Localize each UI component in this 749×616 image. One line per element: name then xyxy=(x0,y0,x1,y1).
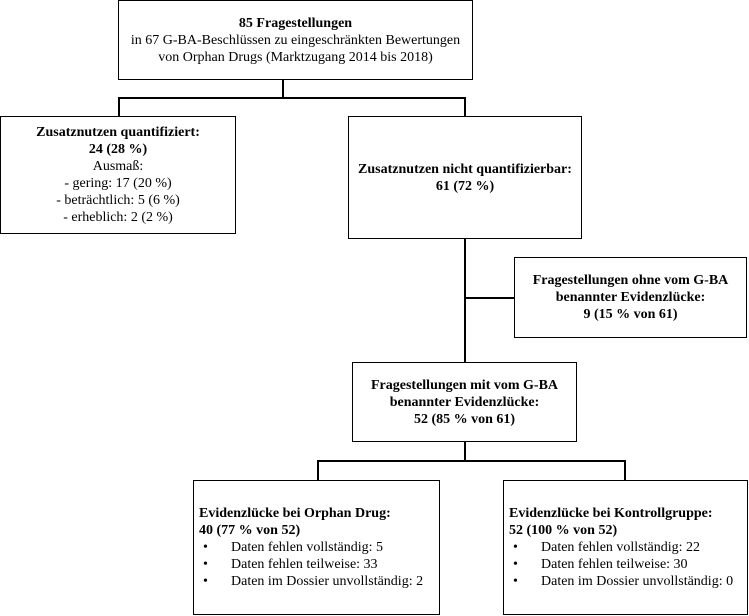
connector-bottom-split xyxy=(317,460,625,462)
total-questions-line1: in 67 G-BA-Beschlüssen zu eingeschränkte… xyxy=(130,32,461,48)
quantified-extent-label: Ausmaß: xyxy=(92,159,144,174)
connector-to-control-gap xyxy=(624,460,626,481)
with-gap-count: 52 (85 % von 61) xyxy=(413,411,516,427)
without-gap-box: Fragestellungen ohne vom G-BA benannter … xyxy=(514,257,747,338)
not-quantifiable-box: Zusatznutzen nicht quantifizierbar: 61 (… xyxy=(348,116,582,239)
list-item: Daten fehlen vollständig: 5 xyxy=(199,539,439,556)
not-quantifiable-count: 61 (72 %) xyxy=(435,178,495,194)
not-quantifiable-title: Zusatznutzen nicht quantifizierbar: xyxy=(358,161,572,177)
control-gap-title: Evidenzlücke bei Kontrollgruppe: xyxy=(509,506,713,521)
connector-to-orphan-gap xyxy=(317,460,319,481)
quantified-benefit-box: Zusatznutzen quantifiziert: 24 (28 %) Au… xyxy=(0,116,236,234)
without-gap-count: 9 (15 % von 61) xyxy=(583,307,678,322)
list-item: Daten im Dossier unvollständig: 0 xyxy=(509,573,747,590)
quantified-item-low: - gering: 17 (20 %) xyxy=(64,176,172,191)
control-group-gap-box: Evidenzlücke bei Kontrollgruppe: 52 (100… xyxy=(503,480,748,615)
total-questions-line2: von Orphan Drugs (Marktzugang 2014 bis 2… xyxy=(158,49,433,65)
quantified-count: 24 (28 %) xyxy=(88,142,148,157)
orphan-gap-title: Evidenzlücke bei Orphan Drug: xyxy=(199,506,391,521)
connector-to-without-gap xyxy=(464,297,514,299)
list-item: Daten fehlen teilweise: 30 xyxy=(509,556,747,573)
connector-main-trunk xyxy=(464,238,466,363)
orphan-drug-gap-box: Evidenzlücke bei Orphan Drug: 40 (77 % v… xyxy=(193,480,440,615)
list-item: Daten im Dossier unvollständig: 2 xyxy=(199,573,439,590)
control-gap-list: Daten fehlen vollständig: 22 Daten fehle… xyxy=(509,539,747,590)
orphan-gap-count: 40 (77 % von 52) xyxy=(199,523,301,538)
quantified-item-considerable: - beträchtlich: 5 (6 %) xyxy=(56,193,180,208)
control-gap-count: 52 (100 % von 52) xyxy=(509,523,618,538)
total-questions-title: 85 Fragestellungen xyxy=(238,15,353,31)
quantified-title: Zusatznutzen quantifiziert: xyxy=(36,125,200,140)
connector-top-split xyxy=(118,97,465,99)
connector-to-quantified xyxy=(118,97,120,117)
without-gap-line2: benannter Evidenzlücke: xyxy=(555,290,706,305)
orphan-gap-list: Daten fehlen vollständig: 5 Daten fehlen… xyxy=(199,539,439,590)
connector-with-gap-down xyxy=(464,441,466,461)
connector-top-down xyxy=(282,79,284,98)
with-gap-line1: Fragestellungen mit vom G-BA xyxy=(370,377,559,393)
without-gap-line1: Fragestellungen ohne vom G-BA xyxy=(532,273,729,288)
with-gap-box: Fragestellungen mit vom G-BA benannter E… xyxy=(352,362,577,442)
connector-to-not-quantifiable xyxy=(464,97,466,117)
with-gap-line2: benannter Evidenzlücke: xyxy=(389,394,540,410)
quantified-item-major: - erheblich: 2 (2 %) xyxy=(63,210,173,225)
list-item: Daten fehlen teilweise: 33 xyxy=(199,556,439,573)
total-questions-box: 85 Fragestellungen in 67 G-BA-Beschlüsse… xyxy=(118,0,473,80)
list-item: Daten fehlen vollständig: 22 xyxy=(509,539,747,556)
